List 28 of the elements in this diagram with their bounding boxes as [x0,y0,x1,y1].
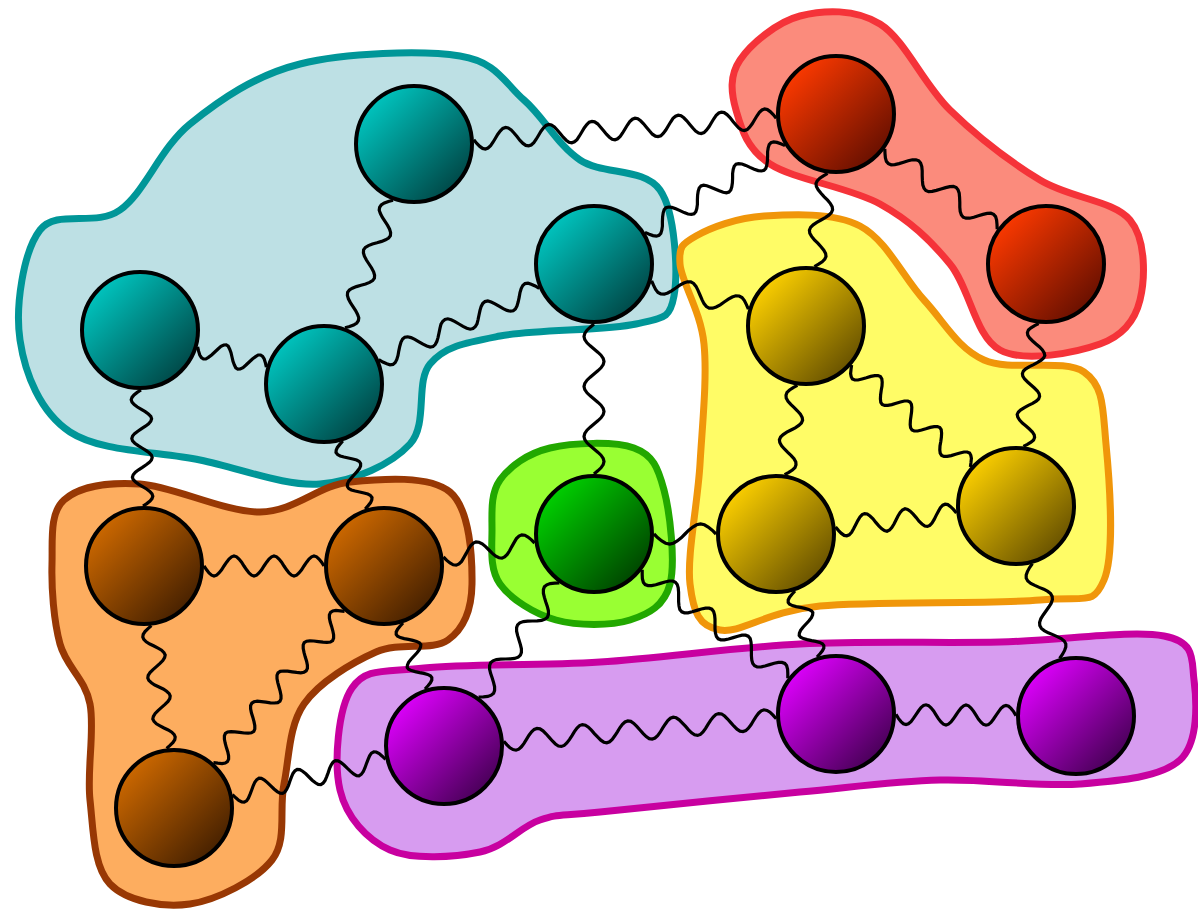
wavy-connector [213,608,345,766]
wavy-connector [807,172,835,268]
wavy-connector [640,569,790,679]
wavy-connector [1015,322,1047,448]
wavy-connector [1024,562,1068,660]
wavy-connector [196,343,268,371]
wavy-connector [786,589,826,659]
wavy-connector [644,140,786,238]
wavy-connector [834,502,958,538]
wavy-connector [442,533,536,567]
wavy-connector [849,364,973,468]
wavy-connector [394,621,434,691]
wavy-connector [344,198,394,330]
wavy-connector [582,322,606,476]
wavy-connector [894,703,1018,727]
wavy-connector [141,624,177,750]
wavy-connector [502,708,778,752]
wavy-connector [777,384,805,476]
wavy-connector [650,280,750,310]
wavy-connector [129,388,155,508]
wavy-connector [652,522,718,546]
wavy-connector [231,750,387,804]
wavy-connector [478,581,560,699]
wavy-connector [883,148,999,230]
wavy-connector [472,107,778,151]
wavy-connector [377,281,541,367]
wavy-connector [202,554,326,578]
wavy-connector [334,439,374,511]
